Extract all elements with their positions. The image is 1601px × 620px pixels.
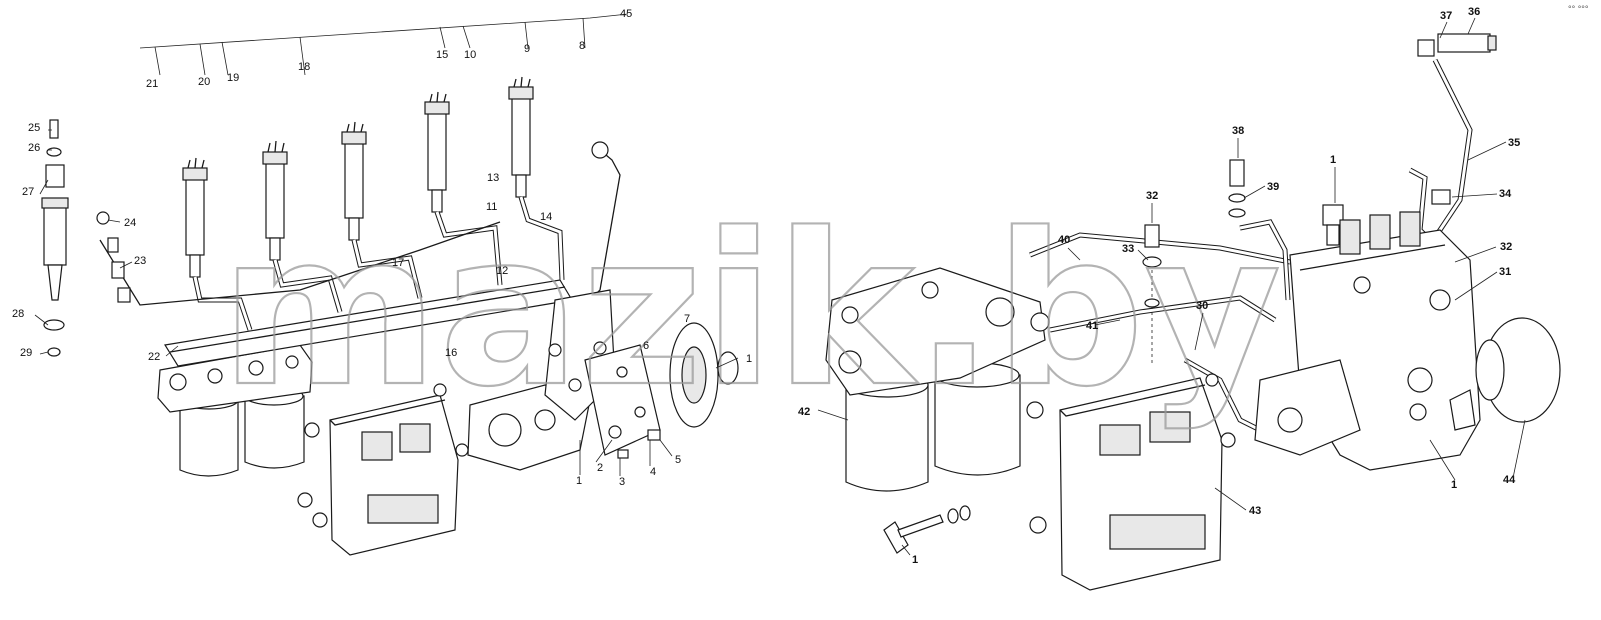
callout-44: 44: [1503, 474, 1516, 486]
callout-29: 29: [20, 347, 32, 359]
callout-7: 7: [684, 313, 690, 325]
callout-41: 41: [1086, 320, 1098, 332]
callout-28: 28: [12, 308, 24, 320]
callout-23: 23: [134, 255, 146, 267]
callout-34: 34: [1499, 188, 1512, 200]
callout-14: 14: [540, 211, 552, 223]
callout-38: 38: [1232, 125, 1244, 137]
callout-6: 6: [643, 340, 649, 352]
callout-4: 4: [650, 466, 656, 478]
injector-1: [182, 157, 208, 278]
callout-2: 2: [597, 462, 603, 474]
callout-25: 25: [28, 122, 40, 134]
callout-1-right-top: 1: [1330, 154, 1336, 166]
callout-1-left: 1: [746, 353, 752, 365]
callout-10: 10: [464, 49, 476, 61]
callout-30: 30: [1196, 300, 1208, 312]
callout-12: 12: [496, 265, 508, 277]
callout-37: 37: [1440, 10, 1452, 22]
callout-39: 39: [1267, 181, 1279, 193]
callout-15: 15: [436, 49, 448, 61]
callout-18: 18: [298, 61, 310, 73]
callout-32-top: 32: [1146, 190, 1158, 202]
injector-3: [341, 121, 367, 241]
callout-26: 26: [28, 142, 40, 154]
fitting-24-23: [96, 211, 131, 303]
small-parts-left: [608, 425, 661, 459]
callout-3: 3: [619, 476, 625, 488]
callout-17: 17: [392, 257, 404, 269]
leader-bracket: [139, 13, 629, 49]
callout-27: 27: [22, 186, 34, 198]
callout-31: 31: [1499, 266, 1511, 278]
banjo-bolt-38: [1228, 159, 1291, 301]
callout-43: 43: [1249, 505, 1261, 517]
drive-gear: [669, 322, 739, 428]
callout-42: 42: [798, 406, 810, 418]
left-assembly-view: [41, 13, 739, 556]
injector-exploded: [41, 119, 69, 357]
callout-13: 13: [487, 172, 499, 184]
callout-35: 35: [1508, 137, 1520, 149]
injector-5: [508, 76, 534, 198]
callout-32-right: 32: [1500, 241, 1512, 253]
callout-11: 11: [486, 201, 497, 213]
callout-1-right-bottom: 1: [912, 554, 918, 566]
right-callout-labels: 37 36 38 1 39 35 34 32 33 40 41 30 31 42…: [798, 6, 1520, 566]
corner-mark: °° °°°: [1568, 4, 1589, 14]
injection-pump-right: [1254, 211, 1481, 471]
callout-20: 20: [198, 76, 210, 88]
callout-1-left-b: 1: [576, 475, 582, 487]
injector-4: [424, 91, 450, 213]
callout-5: 5: [675, 454, 681, 466]
callout-19: 19: [227, 72, 239, 84]
banjo-bolt-1-top: [1322, 204, 1344, 246]
right-assembly-view: [825, 33, 1561, 591]
ecu-left: [297, 383, 469, 556]
callout-22: 22: [148, 351, 160, 363]
o-ring-44: [1475, 317, 1561, 423]
callout-16: 16: [445, 347, 457, 359]
injector-2: [262, 140, 288, 261]
callout-45: 45: [620, 8, 632, 20]
filter-head-bracket-right: [825, 267, 1046, 396]
bolt-34: [1431, 189, 1451, 205]
callout-21: 21: [146, 78, 158, 90]
callout-9: 9: [524, 43, 530, 55]
callout-1-right-pump: 1: [1451, 479, 1457, 491]
callout-24: 24: [124, 217, 136, 229]
callout-8: 8: [579, 40, 585, 52]
callout-36: 36: [1468, 6, 1480, 18]
left-callout-labels: 45 15 10 9 8 21 20 19 18 25 26 27 24 23 …: [12, 8, 752, 488]
ecu-right: [1026, 373, 1236, 591]
callout-40: 40: [1058, 234, 1070, 246]
sensor-36-37: [1417, 33, 1497, 57]
callout-33: 33: [1122, 243, 1134, 255]
bolt-1-bottom: [883, 505, 971, 554]
watermark-text: mazik.by: [220, 188, 1281, 433]
